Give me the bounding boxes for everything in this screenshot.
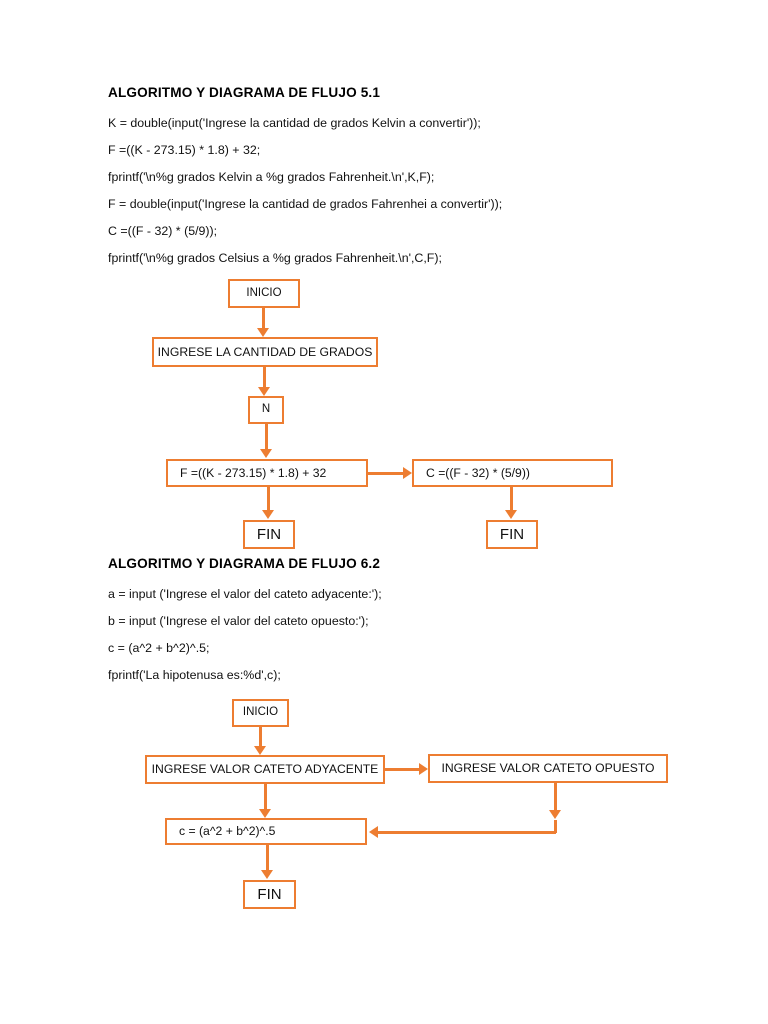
flow2-connector-formula-to-end [266, 845, 269, 871]
flow2-connector-start-to-adjacent [259, 727, 262, 747]
flow2-connector-adjacent-to-formula [264, 784, 267, 810]
flow2-node-start[interactable]: INICIO [232, 699, 289, 727]
flow1-arrowhead-end-left [262, 510, 274, 519]
flow2-node-input-opposite-label: INGRESE VALOR CATETO OPUESTO [441, 761, 655, 776]
flow1-connector-formula-left-to-end [267, 487, 270, 511]
flow1-node-end-right[interactable]: FIN [486, 520, 538, 549]
flow1-node-formula-left-label: F =((K - 273.15) * 1.8) + 32 [180, 465, 327, 480]
flow1-node-end-left-label: FIN [256, 526, 282, 543]
flow2-node-input-adjacent[interactable]: INGRESE VALOR CATETO ADYACENTE [145, 755, 385, 784]
flow2-connector-adjacent-to-opposite [385, 768, 421, 771]
section-1-code-line-2: F =((K - 273.15) * 1.8) + 32; [108, 143, 261, 157]
flow1-arrowhead-input [257, 328, 269, 337]
flow1-connector-var-to-formula [265, 424, 268, 450]
flow2-node-input-adjacent-label: INGRESE VALOR CATETO ADYACENTE [151, 762, 379, 777]
flow2-node-start-label: INICIO [242, 706, 279, 719]
section-1-code-line-1: K = double(input('Ingrese la cantidad de… [108, 116, 481, 130]
flow1-node-end-right-label: FIN [499, 526, 525, 543]
section-2-code-line-1: a = input ('Ingrese el valor del cateto … [108, 587, 382, 601]
flow1-node-formula-left[interactable]: F =((K - 273.15) * 1.8) + 32 [166, 459, 368, 487]
flow1-arrowhead-var [258, 387, 270, 396]
section-2-code-line-4: fprintf('La hipotenusa es:%d',c); [108, 668, 281, 682]
flow1-connector-formula-right-to-end [510, 487, 513, 511]
flow1-node-start[interactable]: INICIO [228, 279, 300, 308]
flow2-connector-horizontal-to-formula [378, 831, 556, 834]
section-1-code-line-4: F = double(input('Ingrese la cantidad de… [108, 197, 503, 211]
flow2-connector-opposite-to-horizontal [554, 820, 557, 833]
flow2-node-input-opposite[interactable]: INGRESE VALOR CATETO OPUESTO [428, 754, 668, 783]
flow1-connector-start-to-input [262, 308, 265, 329]
flow1-arrowhead-formula-left [260, 449, 272, 458]
section-2-code-line-3: c = (a^2 + b^2)^.5; [108, 641, 210, 655]
flow2-node-end[interactable]: FIN [243, 880, 296, 909]
flow2-arrowhead-formula-right-side [369, 826, 378, 838]
flow2-arrowhead-opposite [419, 763, 428, 775]
flow1-node-formula-right[interactable]: C =((F - 32) * (5/9)) [412, 459, 613, 487]
flow1-node-input-prompt[interactable]: INGRESE LA CANTIDAD DE GRADOS [152, 337, 378, 367]
flow2-connector-opposite-down [554, 783, 557, 812]
section-1-code-line-5: C =((F - 32) * (5/9)); [108, 224, 218, 238]
section-2-code-line-2: b = input ('Ingrese el valor del cateto … [108, 614, 369, 628]
flow1-node-end-left[interactable]: FIN [243, 520, 295, 549]
section-1-heading: ALGORITMO Y DIAGRAMA DE FLUJO 5.1 [108, 85, 381, 100]
flow1-node-input-prompt-label: INGRESE LA CANTIDAD DE GRADOS [157, 344, 373, 359]
section-1-code-line-3: fprintf('\n%g grados Kelvin a %g grados … [108, 170, 435, 184]
flow2-arrowhead-adjacent [254, 746, 266, 755]
flow1-node-formula-right-label: C =((F - 32) * (5/9)) [426, 465, 530, 480]
flow2-arrowhead-end [261, 870, 273, 879]
section-2-text-block: ALGORITMO Y DIAGRAMA DE FLUJO 6.2 a = in… [108, 555, 668, 694]
flow2-node-formula-label: c = (a^2 + b^2)^.5 [179, 824, 276, 839]
section-1-code-line-6: fprintf('\n%g grados Celsius a %g grados… [108, 251, 442, 265]
flow1-arrowhead-formula-right [403, 467, 412, 479]
flow1-node-variable-label: N [261, 403, 271, 416]
flow1-node-start-label: INICIO [246, 286, 282, 299]
flow2-node-formula[interactable]: c = (a^2 + b^2)^.5 [165, 818, 367, 845]
section-2-heading: ALGORITMO Y DIAGRAMA DE FLUJO 6.2 [108, 556, 381, 571]
flow1-node-variable[interactable]: N [248, 396, 284, 424]
flow2-arrowhead-opposite-down [549, 810, 561, 819]
flow2-node-end-label: FIN [257, 886, 282, 903]
flow1-connector-formula-left-to-right [368, 472, 405, 475]
flow2-arrowhead-formula-top [259, 809, 271, 818]
flow1-connector-input-to-var [263, 367, 266, 388]
flow1-arrowhead-end-right [505, 510, 517, 519]
flowchart-5-1: INICIO INGRESE LA CANTIDAD DE GRADOS N F… [152, 279, 613, 549]
section-1-text-block: ALGORITMO Y DIAGRAMA DE FLUJO 5.1 K = do… [108, 84, 668, 277]
